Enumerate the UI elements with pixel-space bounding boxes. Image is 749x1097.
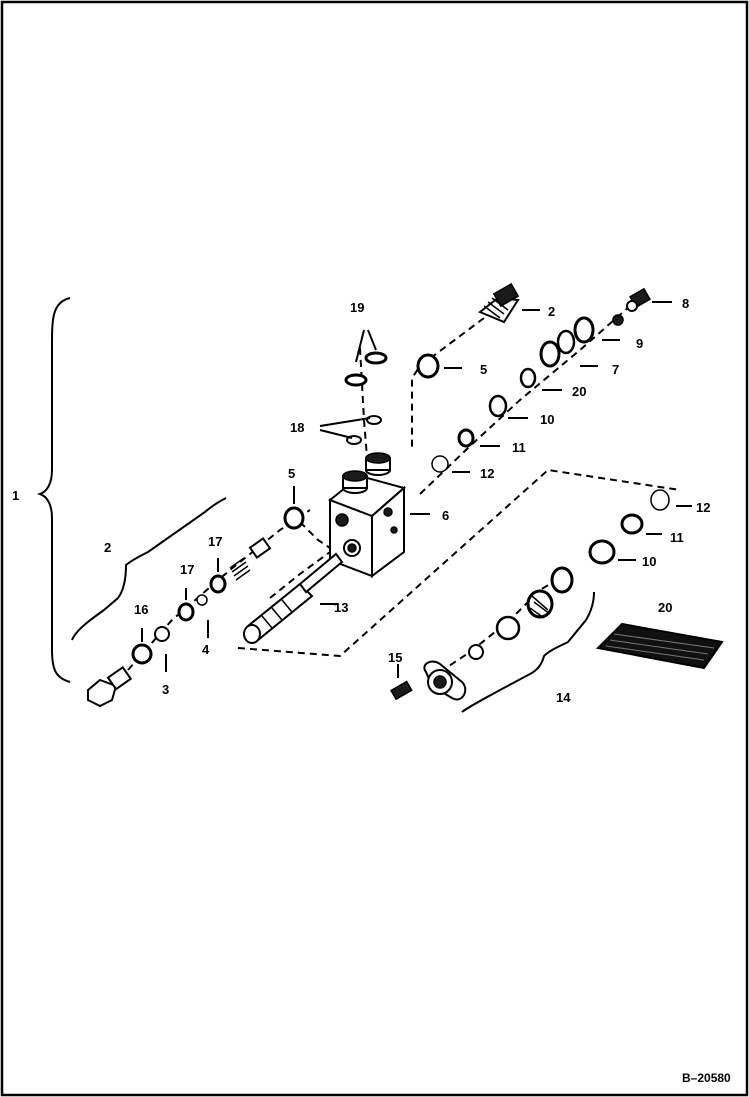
- callout-5-left: 5: [288, 466, 295, 481]
- leader-block-mid: [299, 521, 331, 549]
- seal-19a: [364, 351, 388, 365]
- spool-group-outline: [237, 468, 681, 658]
- washer-16: [131, 643, 153, 665]
- callout-11-top: 11: [512, 440, 526, 455]
- stem-17: [248, 537, 272, 559]
- bolt-15: [390, 680, 413, 701]
- leader-relief-valve-path: [411, 317, 485, 450]
- seal-10-right: [588, 539, 616, 565]
- callout-1: 1: [12, 488, 19, 503]
- ring-12-top: [431, 455, 449, 473]
- callout-11-right: 11: [670, 530, 684, 545]
- washer-17a: [177, 602, 195, 622]
- o-ring-4: [154, 626, 170, 642]
- washer-17b: [209, 574, 227, 594]
- callout-20-right: 20: [658, 600, 672, 615]
- spool-13: [243, 552, 344, 644]
- leader-spool-axis: [269, 551, 331, 599]
- seal-19b: [344, 373, 368, 387]
- seal-18a: [366, 415, 382, 425]
- callout-9: 9: [636, 336, 643, 351]
- callout-2-top: 2: [548, 304, 555, 319]
- callout-2-left: 2: [104, 540, 111, 555]
- spring-cap-assembly: [468, 566, 574, 660]
- end-cap: [423, 660, 467, 701]
- ring-10-top: [488, 394, 508, 418]
- relief-valve: [478, 282, 520, 324]
- ring-11-top: [457, 428, 475, 448]
- o-ring-5-top: [416, 353, 440, 379]
- ring-7a: [573, 316, 595, 344]
- callout-17-lower: 17: [180, 562, 194, 577]
- callout-14: 14: [556, 690, 571, 705]
- valve-body: [328, 452, 407, 578]
- callout-3: 3: [162, 682, 169, 697]
- callout-7: 7: [612, 362, 619, 377]
- ball-9: [612, 314, 624, 326]
- callout-16: 16: [134, 602, 148, 617]
- figure-number: B–20580: [682, 1071, 731, 1085]
- leader-19-stack: [359, 347, 369, 471]
- callout-17-top: 17: [208, 534, 222, 549]
- callout-18: 18: [290, 420, 304, 435]
- callout-12-right: 12: [696, 500, 710, 515]
- callout-4: 4: [202, 642, 210, 657]
- callout-12-top: 12: [480, 466, 494, 481]
- plug-8: [626, 287, 651, 312]
- callout-6: 6: [442, 508, 449, 523]
- o-ring-12-right: [650, 489, 670, 511]
- callout-13: 13: [334, 600, 348, 615]
- callout-10-top: 10: [540, 412, 554, 427]
- small-ring: [196, 594, 208, 606]
- seal-11-right: [620, 513, 644, 535]
- callout-20-top: 20: [572, 384, 586, 399]
- subassembly-brace-14: [461, 591, 595, 713]
- callout-8: 8: [682, 296, 689, 311]
- callout-19: 19: [350, 300, 364, 315]
- callout-5-top: 5: [480, 362, 487, 377]
- pad-20: [595, 622, 724, 670]
- ring-20-small: [519, 367, 537, 389]
- subassembly-brace-2: [71, 497, 227, 641]
- leader-right-stack: [419, 305, 631, 495]
- ring-7c: [539, 340, 561, 368]
- assembly-brace-1: [36, 297, 71, 683]
- callout-15: 15: [388, 650, 402, 665]
- ring-7b: [556, 329, 576, 355]
- spring-17: [229, 557, 251, 581]
- callout-10-right: 10: [642, 554, 656, 569]
- o-ring-5-left: [283, 506, 305, 530]
- plug-3: [87, 665, 133, 708]
